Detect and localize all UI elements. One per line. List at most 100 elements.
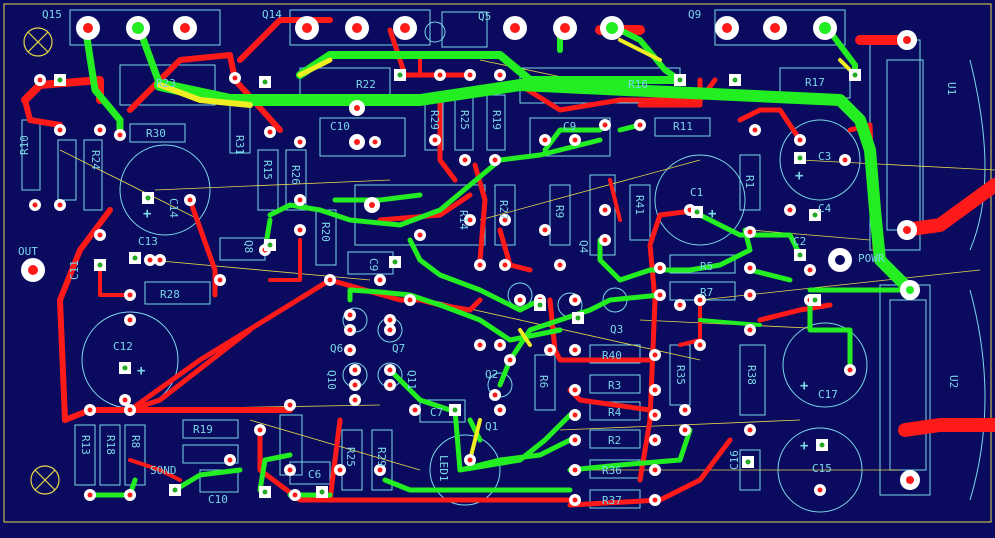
label-c17: C17 — [818, 388, 838, 401]
pad-drill — [297, 197, 303, 203]
label-r23: R23 — [156, 77, 176, 90]
label-c9: C9 — [563, 120, 576, 133]
pad-drill — [262, 489, 268, 495]
terminal-pads — [21, 16, 920, 490]
pad-drill — [372, 139, 378, 145]
label-r28: R28 — [160, 288, 180, 301]
label-r16: R16 — [628, 78, 648, 91]
label-c10: C10 — [208, 493, 228, 506]
pad-drill — [57, 127, 63, 133]
pad-drill — [497, 407, 503, 413]
pad-drill — [652, 467, 658, 473]
label-r15: R15 — [261, 160, 274, 180]
pad-drill — [387, 382, 393, 388]
pad-drill — [292, 492, 298, 498]
pad-drill — [572, 387, 578, 393]
pad-drill — [697, 297, 703, 303]
pad-drill — [467, 457, 473, 463]
pad-drill — [572, 467, 578, 473]
label-r37: R37 — [602, 494, 622, 507]
pad-drill — [147, 257, 153, 263]
label-r19: R19 — [193, 423, 213, 436]
pad-drill — [392, 259, 398, 265]
label-r31: R31 — [233, 135, 246, 155]
pad-drill — [652, 412, 658, 418]
pad-drill — [557, 262, 563, 268]
label-r41: R41 — [633, 195, 646, 215]
label-c8: C9 — [367, 258, 380, 271]
pad-drill — [807, 267, 813, 273]
pad-drill — [97, 232, 103, 238]
label-r14: R14 — [457, 210, 470, 230]
pad-drill — [842, 157, 848, 163]
pad-drill — [287, 467, 293, 473]
label-q8: Q8 — [242, 240, 255, 253]
pad-drill — [752, 127, 758, 133]
pad-drill — [337, 467, 343, 473]
label-r5: R5 — [700, 260, 713, 273]
pad-drill — [602, 122, 608, 128]
pad-drill — [172, 487, 178, 493]
label-r38: R38 — [745, 365, 758, 385]
pad-drill — [637, 122, 643, 128]
pad-drill — [117, 132, 123, 138]
label-r25-top: R25 — [458, 110, 471, 130]
pad-drill — [747, 292, 753, 298]
label-r30: R30 — [146, 127, 166, 140]
pad-drill — [397, 72, 403, 78]
pad-drill — [602, 237, 608, 243]
label-r3: R3 — [608, 379, 621, 392]
pad-drill — [97, 262, 103, 268]
label-c11: C11 — [68, 260, 81, 280]
pad-drill — [347, 347, 353, 353]
pad-drill — [747, 327, 753, 333]
pad-drill — [477, 342, 483, 348]
pad-drill — [462, 157, 468, 163]
label-powr: POWR — [858, 252, 885, 265]
label-r2: R2 — [608, 434, 621, 447]
top-copper-traces — [81, 21, 916, 498]
pad-drill — [377, 467, 383, 473]
pad-drill — [677, 302, 683, 308]
pad-drill — [747, 265, 753, 271]
label-r35: R35 — [674, 365, 687, 385]
label-sond: SOND — [150, 464, 177, 477]
pad-drill — [847, 367, 853, 373]
pad-drill — [694, 209, 700, 215]
pad-drill — [745, 459, 751, 465]
label-q3: Q3 — [610, 323, 623, 336]
label-q2: Q2 — [485, 368, 498, 381]
label-c15: C15 — [812, 462, 832, 475]
label-q6: Q6 — [330, 342, 343, 355]
pad-drill — [572, 137, 578, 143]
pad-drill — [502, 262, 508, 268]
label-r6: R6 — [537, 375, 550, 388]
label-r29: R29 — [428, 110, 441, 130]
pad-drill — [572, 412, 578, 418]
pad-drill — [677, 77, 683, 83]
pad-drill — [232, 75, 238, 81]
label-r19-top: R19 — [490, 110, 503, 130]
label-q4: Q4 — [577, 240, 590, 254]
pad-drill — [262, 79, 268, 85]
label-r8: R8 — [129, 435, 142, 448]
pad-drill — [697, 342, 703, 348]
pad-drill — [812, 297, 818, 303]
pad-drill — [57, 202, 63, 208]
label-r27: R27 — [497, 200, 510, 220]
pad-drill — [572, 297, 578, 303]
pad-drill — [572, 347, 578, 353]
label-r36: R36 — [602, 464, 622, 477]
component-pads — [29, 69, 861, 506]
pad-drill — [682, 427, 688, 433]
label-r10: R10 — [18, 135, 31, 155]
pad-drill — [497, 72, 503, 78]
pad-drill — [437, 72, 443, 78]
pad-drill — [352, 397, 358, 403]
label-led1: LED1 — [437, 455, 450, 482]
pad-drill — [217, 277, 223, 283]
svg-text:+: + — [137, 363, 145, 379]
label-r40: R40 — [602, 349, 622, 362]
label-r25: R25 — [344, 447, 357, 467]
